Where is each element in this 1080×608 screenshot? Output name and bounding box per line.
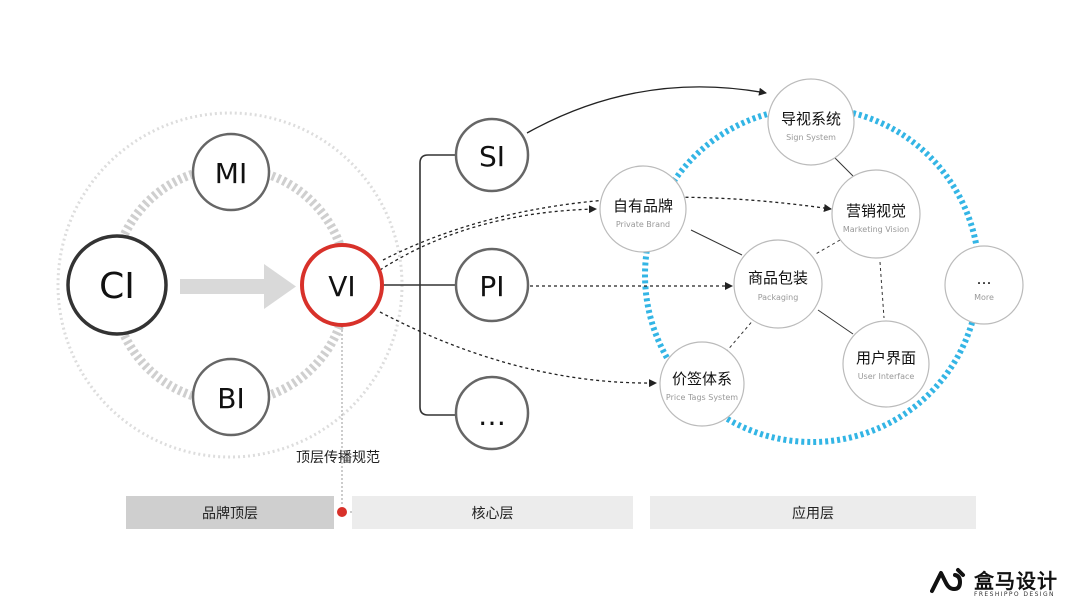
logo-subtitle: FRESHIPPO DESIGN [974, 591, 1055, 598]
app-node-sign-en: Sign System [786, 133, 836, 142]
vi-caption: 顶层传播规范 [296, 450, 380, 466]
link-private-packaging [690, 229, 743, 256]
logo-name: 盒马设计 [974, 569, 1058, 593]
node-core-more[interactable]: … [454, 375, 530, 451]
layer-band-application: 应用层 [650, 496, 976, 529]
link-marketing-ui [879, 261, 885, 319]
link-packaging-price [725, 317, 756, 353]
vi-to-price-tags-arrow [379, 311, 657, 388]
node-si[interactable]: SI [454, 117, 530, 193]
node-vi[interactable]: VI [300, 243, 384, 327]
app-node-marketing-vision[interactable]: 营销视觉 Marketing Vision [831, 169, 921, 259]
node-mi-label: MI [215, 157, 247, 190]
app-node-private-brand-cn: 自有品牌 [613, 197, 673, 215]
app-node-price-tags-cn: 价签体系 [672, 370, 732, 388]
vi-to-private-brand-arrow [379, 205, 597, 271]
node-pi-label: PI [479, 270, 504, 303]
app-node-sign-system[interactable]: 导视系统 Sign System [767, 78, 855, 166]
app-node-packaging-cn: 商品包装 [748, 269, 808, 287]
app-node-private-brand-en: Private Brand [616, 220, 670, 229]
node-ci[interactable]: CI [66, 234, 168, 336]
vi-to-marketing-arrow [382, 196, 832, 261]
app-node-user-interface[interactable]: 用户界面 User Interface [842, 320, 930, 408]
link-marketing-packaging [813, 239, 841, 256]
link-packaging-ui [817, 309, 854, 335]
app-node-more-en: More [974, 293, 994, 302]
node-pi[interactable]: PI [454, 247, 530, 323]
app-node-ui-en: User Interface [858, 372, 915, 381]
layer-marker-dot [337, 507, 347, 517]
app-node-sign-cn: 导视系统 [781, 110, 841, 128]
layer-band-core-label: 核心层 [471, 505, 514, 522]
logo-mark-icon [930, 568, 965, 593]
app-node-more-cn: … [977, 270, 992, 288]
ci-to-vi-arrow [180, 264, 296, 309]
node-bi[interactable]: BI [191, 357, 271, 437]
app-node-private-brand[interactable]: 自有品牌 Private Brand [599, 165, 687, 253]
app-node-marketing-en: Marketing Vision [843, 225, 909, 234]
app-node-packaging-en: Packaging [758, 293, 799, 302]
app-node-more[interactable]: … More [944, 245, 1024, 325]
app-node-marketing-cn: 营销视觉 [846, 202, 906, 220]
si-to-sign-arrow [526, 86, 767, 134]
node-mi[interactable]: MI [191, 132, 271, 212]
layer-band-application-label: 应用层 [792, 505, 834, 522]
node-bi-label: BI [217, 382, 244, 415]
core-bracket [383, 154, 456, 416]
layer-band-core: 核心层 [352, 496, 633, 529]
app-node-price-tags-en: Price Tags System [666, 393, 738, 402]
node-core-more-label: … [478, 399, 506, 432]
app-node-packaging[interactable]: 商品包装 Packaging [733, 239, 823, 329]
layer-band-brand: 品牌顶层 [126, 496, 334, 529]
app-node-ui-cn: 用户界面 [856, 349, 916, 367]
app-node-price-tags[interactable]: 价签体系 Price Tags System [659, 341, 745, 427]
node-si-label: SI [479, 140, 505, 173]
freshippo-design-logo: 盒马设计 FRESHIPPO DESIGN [930, 565, 1070, 601]
node-ci-label: CI [99, 266, 135, 307]
layer-band-brand-label: 品牌顶层 [202, 505, 258, 522]
node-vi-label: VI [328, 270, 355, 303]
